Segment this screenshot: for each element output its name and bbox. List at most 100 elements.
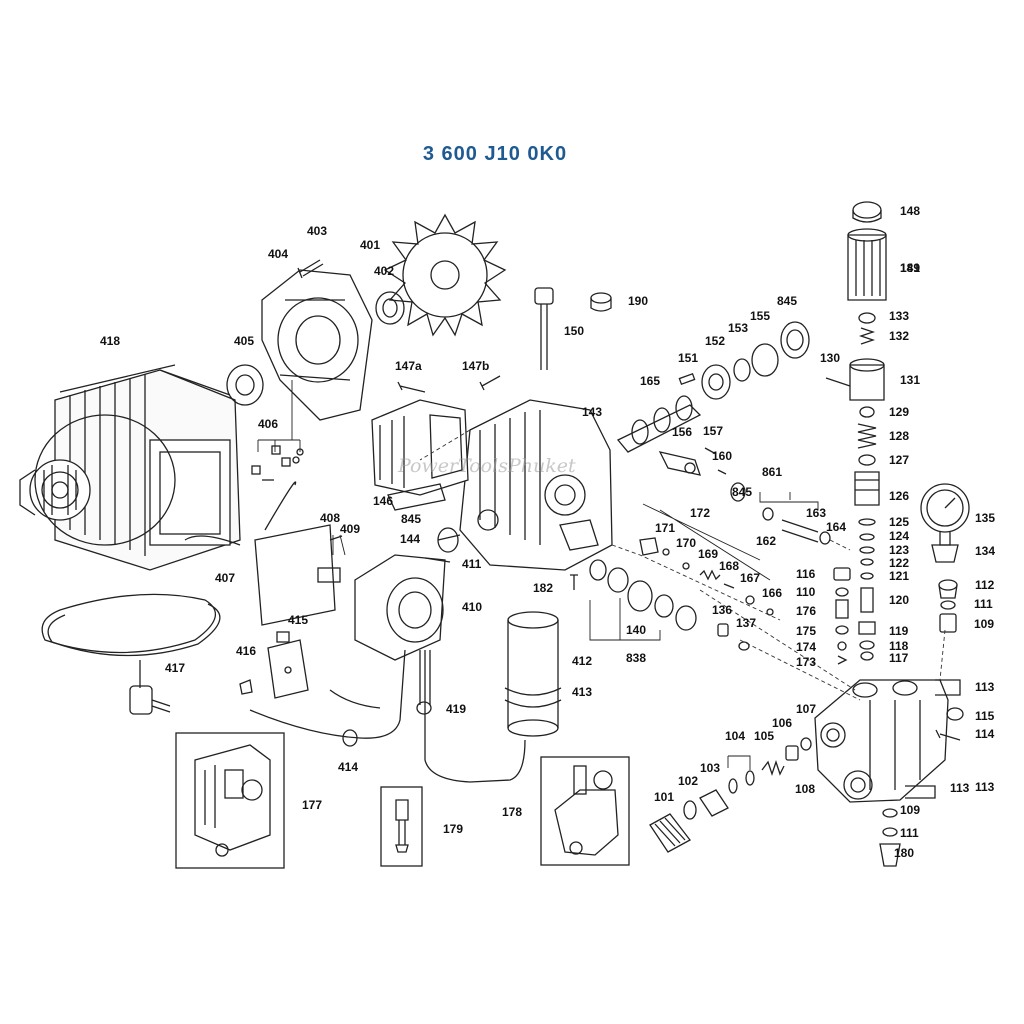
part-label-416: 416 (236, 644, 256, 658)
part-label-146: 146 (373, 494, 393, 508)
part-label-135: 135 (975, 511, 995, 525)
part-label-110: 110 (796, 585, 816, 599)
part-label-132: 132 (889, 329, 909, 343)
part-label-114: 114 (975, 727, 995, 741)
piston-120 (860, 587, 874, 613)
body-131 (849, 358, 885, 401)
cap-148 (852, 201, 882, 223)
part-label-419: 419 (446, 702, 466, 716)
cable-414 (249, 649, 406, 747)
part-label-134: 134 (975, 544, 995, 558)
part-label-173: 173 (796, 655, 816, 669)
part-label-152: 152 (705, 334, 725, 348)
manifold-108 (814, 679, 949, 803)
part-label-127: 127 (889, 453, 909, 467)
kit-box-178 (540, 756, 630, 866)
seat-165 (766, 608, 774, 616)
part-label-149: 149 (900, 261, 920, 275)
part-label-181: 181 (900, 261, 920, 275)
part-label-165: 165 (640, 374, 660, 388)
part-label-104: 104 (725, 729, 745, 743)
part-label-113: 113 (950, 781, 970, 795)
part-label-124: 124 (889, 529, 909, 543)
oring-109-lower (882, 808, 898, 818)
part-label-123: 123 (889, 543, 909, 557)
oring-129 (859, 406, 875, 418)
fitting-134 (931, 544, 959, 563)
pin-136 (717, 623, 729, 637)
valve-106 (785, 745, 799, 761)
part-label-120: 120 (889, 593, 909, 607)
cylinder-head-146 (371, 399, 469, 496)
oring-110 (835, 587, 849, 597)
part-label-172: 172 (690, 506, 710, 520)
screw-182 (570, 574, 578, 590)
part-label-151: 151 (678, 351, 698, 365)
conrod-155 (658, 451, 701, 476)
part-label-401: 401 (360, 238, 380, 252)
oring-127 (858, 454, 876, 466)
part-label-140: 140 (626, 623, 646, 637)
part-label-410: 410 (462, 600, 482, 614)
part-label-406: 406 (258, 417, 278, 431)
crankshaft-164 (616, 395, 702, 453)
pin-157 (717, 469, 727, 475)
part-label-402: 402 (374, 264, 394, 278)
fan-401 (383, 213, 507, 337)
part-label-105: 105 (754, 729, 774, 743)
part-label-164: 164 (826, 520, 846, 534)
nipple-101 (649, 813, 691, 853)
part-label-411: 411 (462, 557, 482, 571)
dipstick-149 (534, 287, 554, 370)
part-label-160: 160 (712, 449, 732, 463)
part-label-109: 109 (900, 803, 920, 817)
spring-105 (761, 759, 785, 777)
oring-102 (683, 800, 697, 820)
screw-114 (935, 729, 961, 741)
part-label-122: 122 (889, 556, 909, 570)
part-label-117: 117 (889, 651, 909, 665)
part-label-131: 131 (900, 373, 920, 387)
part-label-150: 150 (564, 324, 584, 338)
part-label-116: 116 (796, 567, 816, 581)
part-label-174: 174 (796, 640, 816, 654)
watermark: PowerToolsPhuket (398, 455, 576, 477)
part-label-177: 177 (302, 798, 322, 812)
part-label-845: 845 (777, 294, 797, 308)
ball-174 (837, 641, 847, 651)
part-label-113: 113 (975, 780, 995, 794)
gasket-845-lower (387, 483, 446, 511)
bolt-403 (297, 259, 324, 279)
bolt-147b (479, 375, 501, 391)
seal-set-838 (589, 559, 697, 631)
part-label-108: 108 (795, 782, 815, 796)
washers-125-121 (858, 518, 876, 580)
spring-173 (837, 655, 848, 665)
oring-107 (800, 737, 812, 751)
part-label-180: 180 (894, 846, 914, 860)
part-label-103: 103 (700, 761, 720, 775)
clip-113-lower (905, 785, 936, 799)
part-label-169: 169 (698, 547, 718, 561)
part-label-409: 409 (340, 522, 360, 536)
bearing-151 (701, 364, 731, 400)
bushing-144 (437, 527, 461, 553)
part-label-143: 143 (582, 405, 602, 419)
bracket-409 (317, 567, 341, 583)
part-label-413: 413 (572, 685, 592, 699)
brush-set-406 (251, 445, 304, 481)
valve-109-upper (939, 613, 957, 633)
part-label-845: 845 (401, 512, 421, 526)
plug-115 (946, 707, 964, 721)
part-label-147a: 147a (395, 359, 422, 373)
pump-housing-143 (459, 399, 613, 571)
part-label-147b: 147b (462, 359, 489, 373)
kit-box-177 (175, 732, 285, 869)
nut-133 (858, 312, 876, 324)
part-label-112: 112 (975, 578, 995, 592)
part-label-156: 156 (672, 425, 692, 439)
oring-137 (738, 641, 750, 651)
seat-119-117 (858, 621, 876, 661)
